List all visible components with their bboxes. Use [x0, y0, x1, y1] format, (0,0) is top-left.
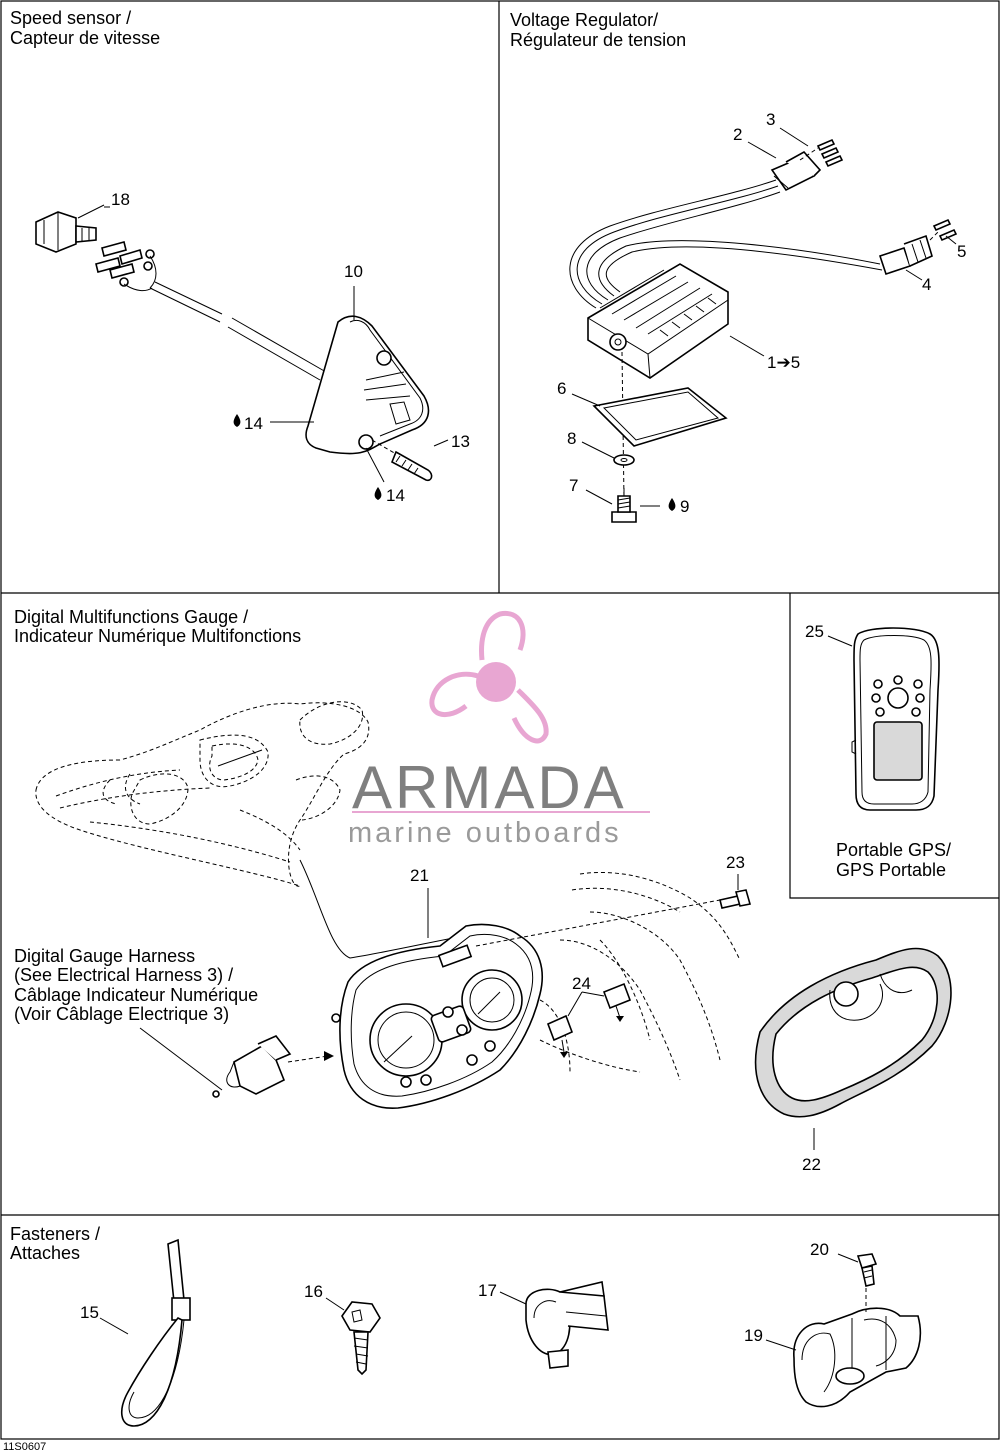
washer-part-8 [613, 454, 635, 466]
watermark-name: ARMADA [352, 754, 627, 821]
callout-19: 19 [744, 1326, 763, 1345]
screw-part-7 [611, 488, 637, 523]
sensor-cable-2 [227, 317, 327, 381]
voltage-regulator-title-line1: Voltage Regulator/ [510, 10, 658, 30]
speed-sensor-title-line1: Speed sensor / [10, 8, 131, 28]
connector-part-2 [770, 150, 822, 192]
callout-5: 5 [957, 242, 966, 261]
oil-drop-icon [668, 498, 676, 511]
pins-part-3 [799, 138, 844, 168]
connector-part-18 [35, 204, 157, 292]
gps-label-line2: GPS Portable [836, 860, 946, 880]
fasteners-section: Fasteners / Attaches 15 16 17 [10, 1224, 922, 1427]
gps-section: 25 Portable GPS/ GPS Portable [805, 622, 951, 880]
hull-outline [539, 871, 741, 1081]
callout-13: 13 [451, 432, 470, 451]
oil-drop-icon [374, 487, 382, 500]
armada-watermark: ARMADA marine outboards [348, 611, 650, 849]
clips-part-24 [546, 982, 632, 1058]
bracket-part-19 [793, 1307, 922, 1408]
callout-4: 4 [922, 275, 931, 294]
callout-22: 22 [802, 1155, 821, 1174]
fasteners-title-line1: Fasteners / [10, 1224, 100, 1244]
cable-tie-part-15 [121, 1238, 191, 1427]
callout-24: 24 [572, 974, 591, 993]
callout-25: 25 [805, 622, 824, 641]
screw-part-23 [719, 889, 752, 909]
callout-23: 23 [726, 853, 745, 872]
speed-sensor-section: Speed sensor / Capteur de vitesse [10, 8, 470, 505]
digital-gauge-section: Digital Multifunctions Gauge / Indicateu… [14, 607, 952, 1174]
harness-label-line3: Câblage Indicateur Numérique [14, 985, 258, 1005]
callout-17: 17 [478, 1281, 497, 1300]
digital-gauge-title-line1: Digital Multifunctions Gauge / [14, 607, 248, 627]
harness-label-line1: Digital Gauge Harness [14, 946, 195, 966]
digital-gauge-title-line2: Indicateur Numérique Multifonctions [14, 626, 301, 646]
portable-gps-part-25 [851, 627, 940, 811]
digital-gauge-part-21 [331, 923, 543, 1109]
callout-1-to-5: 1➔5 [767, 353, 800, 372]
clamp-part-17 [525, 1281, 609, 1369]
callout-15: 15 [80, 1303, 99, 1322]
harness-connector [212, 1035, 292, 1098]
propeller-logo-icon [429, 611, 549, 744]
callout-14-upper: 14 [244, 414, 263, 433]
right-arrow-icon [324, 1051, 334, 1061]
speed-sensor-title-line2: Capteur de vitesse [10, 28, 160, 48]
callout-18: 18 [111, 190, 130, 209]
drawing-code: 11S0607 [3, 1441, 46, 1453]
callout-20: 20 [810, 1240, 829, 1259]
screw-part-16 [341, 1301, 381, 1376]
watermark-tagline: marine outboards [348, 817, 622, 849]
callout-7: 7 [569, 476, 578, 495]
sensor-cable-1 [149, 281, 223, 323]
oil-drop-icon [233, 414, 241, 427]
voltage-regulator-section: Voltage Regulator/ Régulateur de tension [510, 10, 966, 523]
callout-16: 16 [304, 1282, 323, 1301]
fasteners-title-line2: Attaches [10, 1243, 80, 1263]
callout-3: 3 [766, 110, 775, 129]
regulator-body [587, 263, 729, 379]
callout-2: 2 [733, 125, 742, 144]
gps-label-line1: Portable GPS/ [836, 840, 951, 860]
callout-21: 21 [410, 866, 429, 885]
console-outline [35, 701, 370, 887]
callout-14-lower: 14 [386, 486, 405, 505]
callout-6: 6 [557, 379, 566, 398]
pins-part-5 [929, 218, 958, 242]
connector-part-4 [878, 234, 933, 276]
gauge-bezel-part-22 [754, 947, 952, 1118]
screw-part-13 [371, 439, 433, 482]
speed-sensor-body-part-10 [305, 315, 430, 455]
gasket-part-6 [592, 387, 728, 447]
callout-9: 9 [680, 497, 689, 516]
callout-8: 8 [567, 429, 576, 448]
regulator-wires [569, 179, 883, 309]
callout-10: 10 [344, 262, 363, 281]
harness-label-line4: (Voir Câblage Electrique 3) [14, 1004, 229, 1024]
voltage-regulator-title-line2: Régulateur de tension [510, 30, 686, 50]
harness-label-line2: (See Electrical Harness 3) / [14, 965, 233, 985]
screw-part-20 [856, 1253, 878, 1287]
